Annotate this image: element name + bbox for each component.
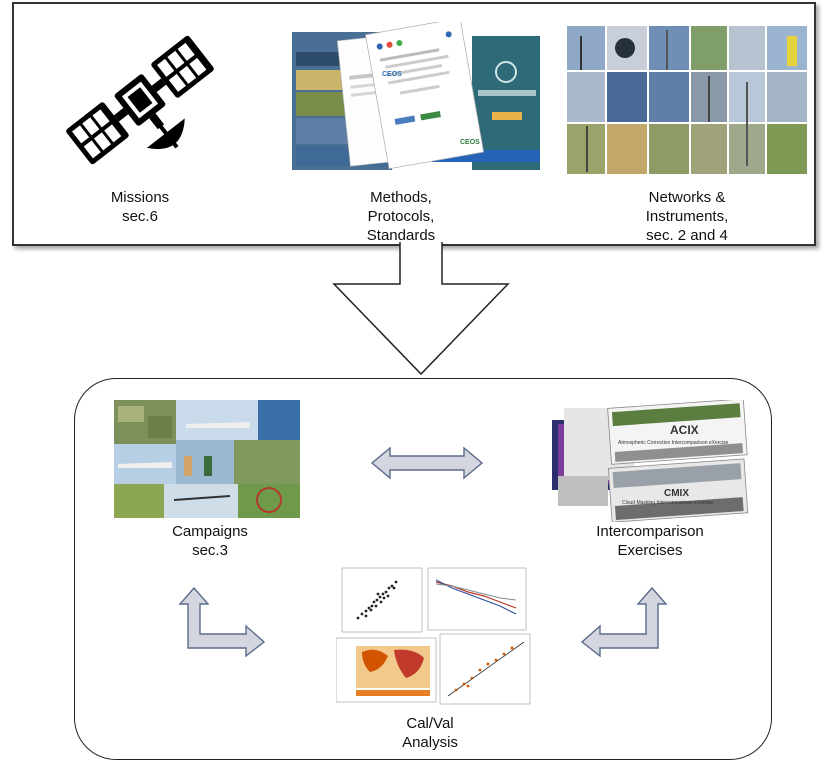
campaigns-photo-collage [114, 400, 300, 518]
ceos-logo-text-2: CEOS [460, 139, 480, 146]
cmix-subtitle: Cloud Masking Intercomparison eXercise [622, 500, 713, 506]
calval-plots-collage [336, 566, 532, 706]
analysis-title: Analysis [402, 734, 458, 751]
down-arrow [320, 240, 520, 380]
intercomparison-title: Intercomparison [596, 523, 704, 540]
networks-photo-mosaic [567, 26, 807, 174]
standards-title: Standards [366, 227, 436, 244]
satellite-icon [60, 20, 220, 180]
networks-label: Networks & Instruments, sec. 2 and 4 [612, 188, 762, 245]
intercomparison-label: Intercomparison Exercises [570, 522, 730, 560]
missions-title: Missions [110, 189, 170, 206]
campaigns-label: Campaigns sec.3 [140, 522, 280, 560]
instruments-title: Instruments, [645, 208, 729, 225]
protocols-title: Protocols, [367, 208, 435, 225]
right-bent-arrow [578, 586, 668, 658]
calval-title: Cal/Val [406, 715, 454, 732]
missions-section: sec.6 [122, 208, 158, 225]
ceos-logo-text: CEOS [382, 71, 402, 78]
methods-label: Methods, Protocols, Standards [336, 188, 466, 245]
methods-document-collage: CEOS CEOS [292, 22, 540, 172]
acix-subtitle: Atmospheric Correction Intercomparison e… [618, 440, 729, 446]
methods-title: Methods, [370, 189, 432, 206]
exercises-title: Exercises [617, 542, 683, 559]
missions-label: Missions sec.6 [80, 188, 200, 226]
cmix-title: CMIX [664, 488, 689, 499]
campaigns-title: Campaigns [172, 523, 248, 540]
campaigns-section: sec.3 [192, 542, 228, 559]
left-bent-arrow [178, 586, 268, 658]
double-arrow [370, 446, 484, 480]
networks-title: Networks & [648, 189, 726, 206]
acix-title: ACIX [670, 423, 699, 437]
networks-section: sec. 2 and 4 [646, 227, 728, 244]
intercomparison-image-stack: ACIX Atmospheric Correction Intercompari… [552, 400, 750, 522]
calval-label: Cal/Val Analysis [360, 714, 500, 752]
